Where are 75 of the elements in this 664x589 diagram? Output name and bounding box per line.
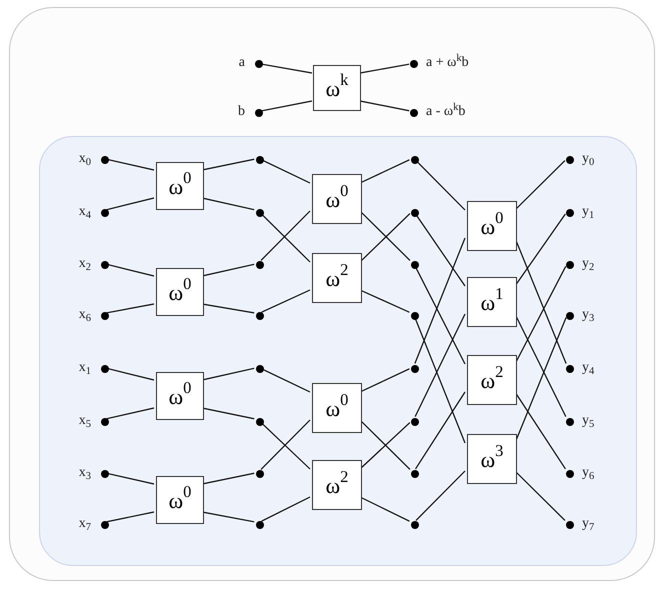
connector-line — [514, 392, 566, 470]
connector-line — [262, 64, 312, 74]
connector-line — [202, 368, 254, 381]
twiddle-factor-box: ω$^{0}$ — [156, 162, 204, 210]
connector-line — [202, 197, 254, 210]
connector-line — [106, 472, 154, 485]
connector-line — [202, 407, 254, 420]
signal-label: x$_{6}$ — [78, 306, 91, 326]
connector-line — [106, 407, 154, 420]
twiddle-factor-box: ω$^{0}$ — [156, 372, 204, 420]
signal-label: b — [238, 103, 245, 121]
signal-label: y$_{4}$ — [582, 359, 594, 379]
connector-line — [261, 368, 310, 393]
twiddle-factor-box: ω$^{k}$ — [313, 65, 361, 111]
twiddle-factor-box: ω$^{1}$ — [467, 277, 517, 327]
signal-label: a + ω$^{k}$b — [426, 52, 469, 72]
connector-line — [261, 496, 310, 522]
connector-line — [514, 214, 566, 286]
connector-line — [202, 264, 254, 277]
signal-label: y$_{2}$ — [582, 255, 594, 275]
twiddle-factor-box: ω$^{2}$ — [467, 355, 517, 405]
signal-label: a — [238, 54, 245, 72]
connector-line — [261, 289, 310, 313]
signal-label: y$_{7}$ — [582, 515, 594, 535]
connector-line — [414, 314, 466, 417]
connector-line — [414, 317, 466, 444]
signal-label: x$_{2}$ — [78, 255, 91, 275]
twiddle-factor-box: ω$^{2}$ — [312, 460, 362, 510]
signal-label: y$_{3}$ — [582, 306, 594, 326]
twiddle-factor-box: ω$^{0}$ — [156, 268, 204, 316]
twiddle-factor-box: ω$^{0}$ — [312, 174, 362, 224]
twiddle-factor-box: ω$^{3}$ — [467, 434, 517, 484]
connector-line — [106, 197, 154, 210]
connector-line — [360, 289, 410, 313]
connector-line — [360, 496, 410, 522]
connector-line — [202, 303, 254, 314]
connector-line — [415, 214, 466, 286]
connector-line — [202, 472, 254, 485]
connector-line — [106, 511, 154, 522]
signal-label: y$_{6}$ — [582, 464, 594, 484]
signal-label: y$_{0}$ — [582, 150, 594, 170]
outer-frame — [9, 7, 655, 581]
signal-label: x$_{0}$ — [78, 150, 91, 170]
connector-line — [360, 368, 410, 393]
signal-label: x$_{5}$ — [78, 412, 91, 432]
signal-label: y$_{1}$ — [582, 203, 594, 223]
signal-label: x$_{7}$ — [78, 515, 91, 535]
signal-label: a - ω$^{k}$b — [426, 100, 466, 121]
connector-line — [416, 160, 466, 210]
connector-line — [202, 158, 254, 171]
connector-line — [106, 264, 154, 277]
connector-line — [415, 392, 466, 470]
connector-line — [262, 100, 312, 112]
connector-line — [360, 100, 410, 112]
connector-line — [261, 159, 310, 184]
inner-panel — [39, 136, 637, 566]
connector-line — [414, 266, 466, 364]
twiddle-factor-box: ω$^{0}$ — [156, 476, 204, 524]
twiddle-factor-box: ω$^{0}$ — [312, 383, 362, 433]
connector-line — [106, 303, 154, 314]
signal-label: x$_{4}$ — [78, 203, 91, 223]
connector-line — [414, 238, 466, 364]
signal-label: y$_{5}$ — [582, 412, 594, 432]
twiddle-factor-box: ω$^{2}$ — [312, 253, 362, 303]
signal-label: x$_{3}$ — [78, 464, 91, 484]
connector-line — [106, 158, 154, 171]
connector-line — [360, 64, 410, 74]
connector-line — [514, 470, 566, 521]
connector-line — [202, 511, 254, 522]
connector-line — [106, 368, 154, 381]
connector-line — [360, 159, 410, 184]
twiddle-factor-box: ω$^{0}$ — [467, 201, 517, 251]
connector-line — [514, 160, 566, 210]
connector-line — [416, 470, 466, 521]
signal-label: x$_{1}$ — [78, 359, 91, 379]
